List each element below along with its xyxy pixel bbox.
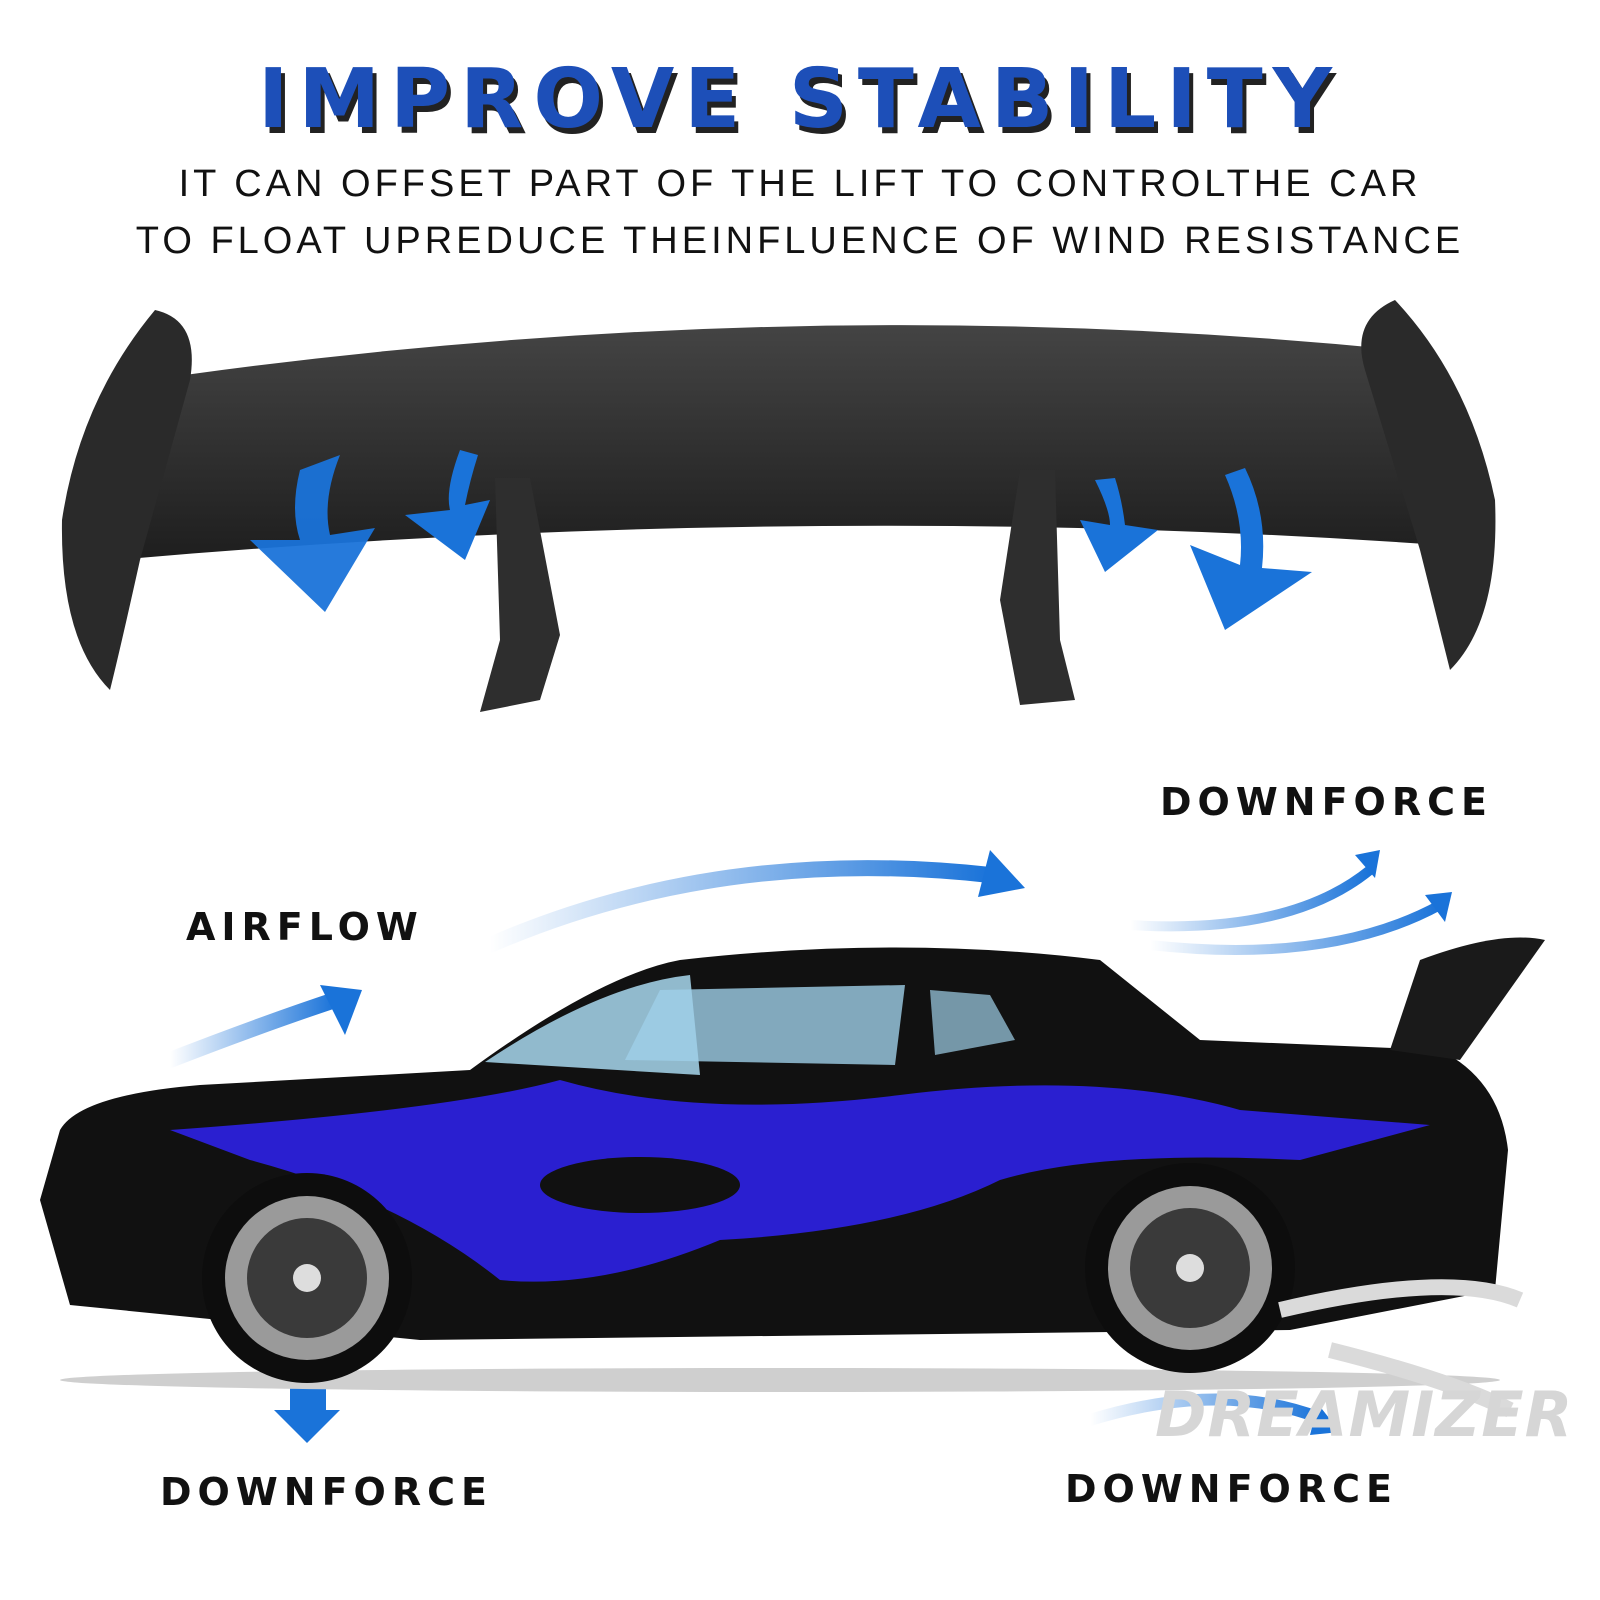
spoiler-image [61, 300, 1496, 712]
car-image [40, 937, 1545, 1392]
downforce-label-bottom-right: DOWNFORCE [1065, 1467, 1398, 1511]
downforce-label-bottom-left: DOWNFORCE [160, 1470, 493, 1514]
subtitle-line-2: TO FLOAT UPREDUCE THEINFLUENCE OF WIND R… [135, 220, 1465, 262]
airflow-label: AIRFLOW [186, 905, 424, 949]
watermark: DREAMIZER [1155, 1378, 1574, 1451]
watermark-logo [1278, 1279, 1524, 1418]
front-wheel [202, 1173, 412, 1383]
downforce-label-top-right: DOWNFORCE [1160, 780, 1493, 824]
rear-wheel [1085, 1163, 1295, 1373]
downforce-arrows-spoiler [250, 450, 1312, 630]
page-title: IMPROVE STABILITY [257, 52, 1343, 147]
airflow-arrows [162, 860, 1445, 1426]
arrow-heads [274, 850, 1452, 1443]
subtitle-line-1: IT CAN OFFSET PART OF THE LIFT TO CONTRO… [178, 163, 1422, 205]
